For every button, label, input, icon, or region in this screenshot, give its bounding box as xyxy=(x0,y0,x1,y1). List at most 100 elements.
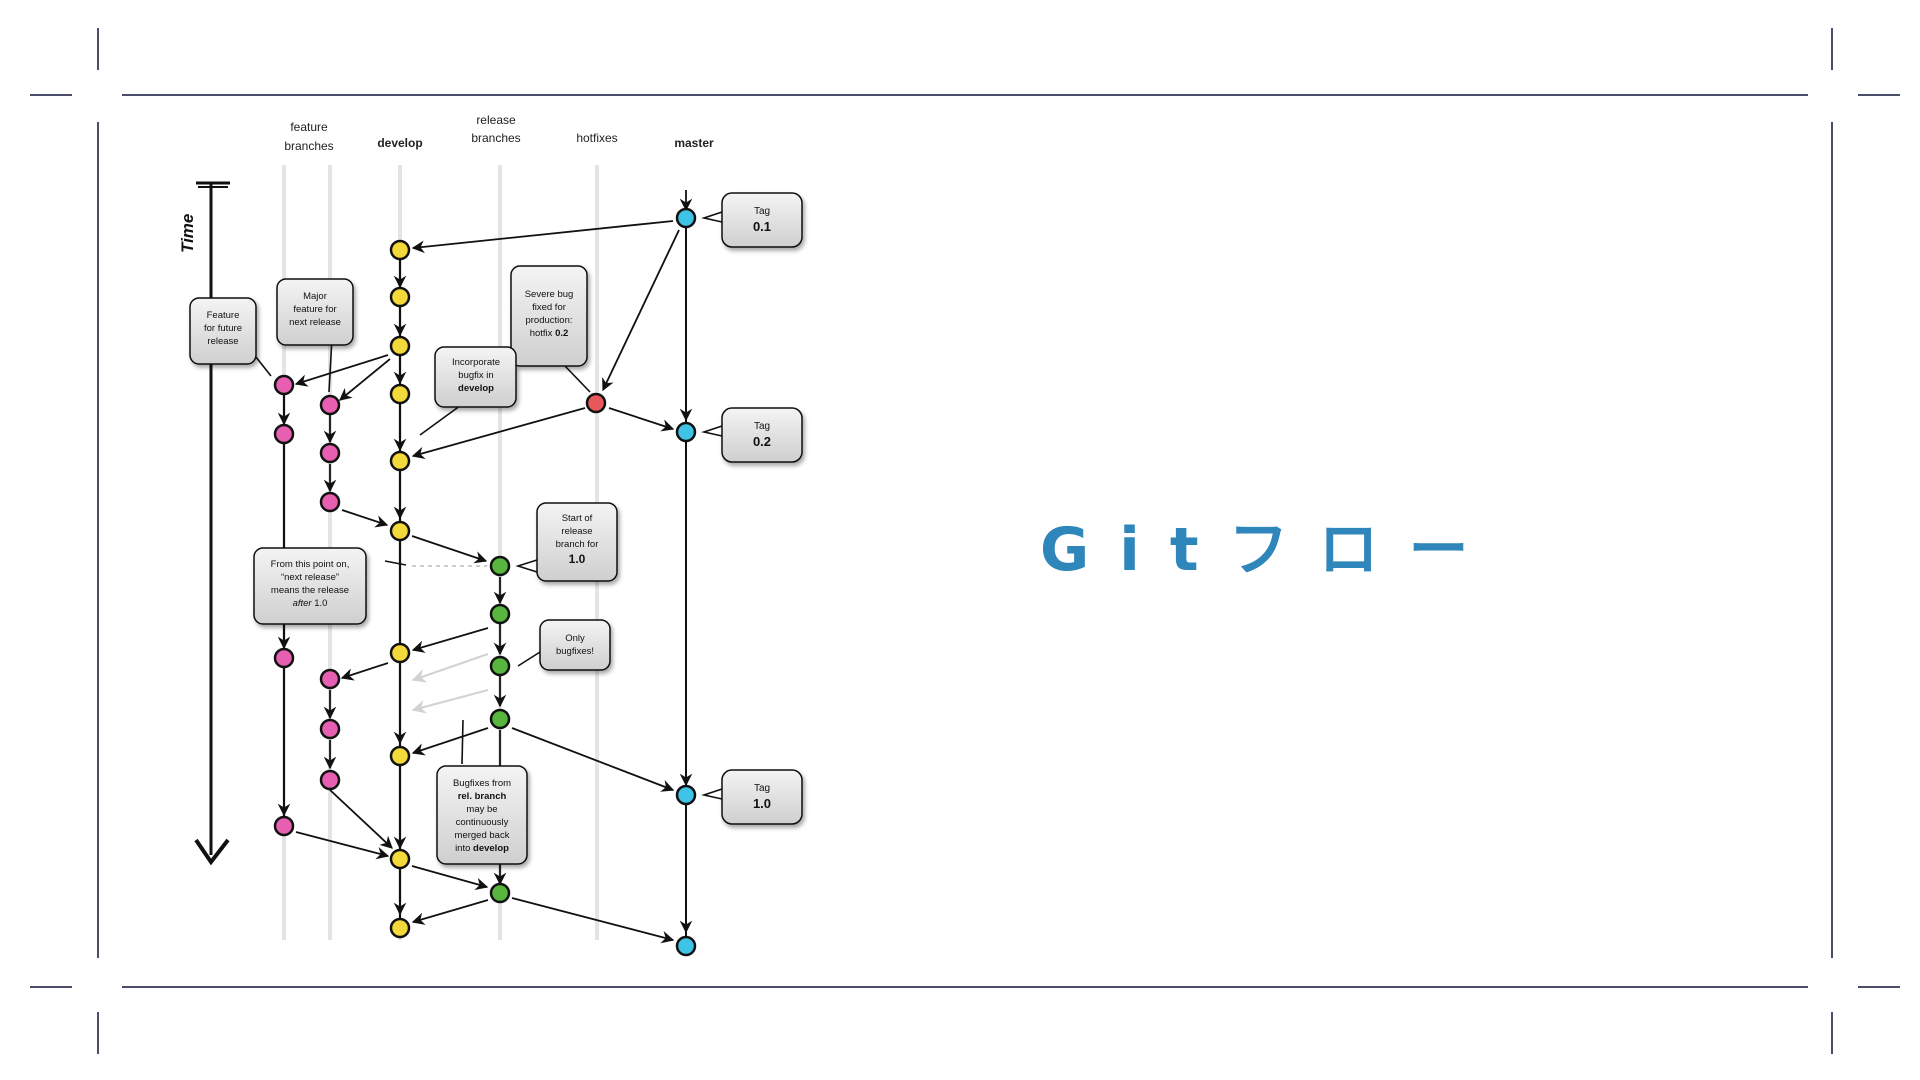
feature-commit-1 xyxy=(273,374,295,396)
release-commit-1 xyxy=(489,555,511,577)
note-incorporate-box xyxy=(434,346,517,408)
note-major-feature-line2: feature for xyxy=(293,304,336,315)
master-commit-2 xyxy=(675,421,697,443)
master-commit-3 xyxy=(675,784,697,806)
feature-commit-3 xyxy=(273,647,295,669)
feature-commit-7 xyxy=(319,491,341,513)
hotfixes-header: hotfixes xyxy=(576,131,617,145)
frame-right-line xyxy=(1831,122,1833,958)
corner-mark-bl-v xyxy=(97,1012,99,1054)
master-commit-4 xyxy=(675,935,697,957)
corner-mark-bl-h xyxy=(30,986,72,988)
corner-mark-tl-v xyxy=(97,28,99,70)
develop-commit-3 xyxy=(389,335,411,357)
tag-2-value: 0.2 xyxy=(753,434,771,449)
note-severe-bug-line1: Severe bug xyxy=(525,289,574,300)
note-only-bugfixes-line2: bugfixes! xyxy=(556,646,594,657)
develop-commit-7 xyxy=(389,642,411,664)
note-from-this-point-version: 1.0 xyxy=(312,598,328,609)
develop-commit-5 xyxy=(389,450,411,472)
release-commit-4 xyxy=(489,708,511,730)
release-header-line2: branches xyxy=(471,131,520,145)
note-from-this-point-line4: after 1.0 xyxy=(293,598,328,609)
time-axis: Time xyxy=(178,181,230,866)
note-start-release-line2: release xyxy=(561,526,592,537)
note-feature-future-line3: release xyxy=(207,336,238,347)
feature-commit-2 xyxy=(273,423,295,445)
note-bugfixes-from-line1: Bugfixes from xyxy=(453,778,511,789)
feature-header-line1: feature xyxy=(290,120,328,134)
feature-commit-8 xyxy=(319,668,341,690)
develop-commit-6 xyxy=(389,520,411,542)
release-commit-2 xyxy=(489,603,511,625)
note-from-this-point-line1: From this point on, xyxy=(271,559,350,570)
develop-commit-10 xyxy=(389,917,411,939)
note-severe-bug-line3: production: xyxy=(525,315,572,326)
frame-left-line xyxy=(97,122,99,958)
tag-0.1-box xyxy=(721,192,803,248)
note-major-feature-line3: next release xyxy=(289,317,341,328)
note-from-this-point-box xyxy=(253,547,367,625)
note-feature-future-line2: for future xyxy=(204,323,242,334)
tag-0.2-box xyxy=(721,407,803,463)
feature-commit-6 xyxy=(319,442,341,464)
tag-3-value: 1.0 xyxy=(753,796,771,811)
develop-commit-2 xyxy=(389,286,411,308)
note-bugfixes-from-line3: may be xyxy=(466,804,497,815)
tag-1-label: Tag xyxy=(754,206,770,217)
corner-mark-br-h xyxy=(1858,986,1900,988)
release-commit-5 xyxy=(489,882,511,904)
note-severe-bug-line4: hotfix 0.2 xyxy=(530,328,569,339)
hotfix-commit xyxy=(585,392,607,414)
note-from-this-point-line2: “next release” xyxy=(281,572,339,583)
corner-mark-br-v xyxy=(1831,1012,1833,1054)
feature-commit-4 xyxy=(273,815,295,837)
note-incorporate-line1: Incorporate xyxy=(452,357,500,368)
note-major-feature-line1: Major xyxy=(303,291,327,302)
feature-commit-9 xyxy=(319,718,341,740)
feature-commit-5 xyxy=(319,394,341,416)
slide-title: Gitフロー xyxy=(1040,515,1499,585)
frame-top-line xyxy=(122,94,1808,96)
note-bugfixes-from-line4: continuously xyxy=(456,817,509,828)
note-severe-bug-line4a: hotfix xyxy=(530,328,555,339)
develop-commit-4 xyxy=(389,383,411,405)
note-start-release-box xyxy=(536,502,618,582)
feature-header-line2: branches xyxy=(284,139,333,153)
note-only-bugfixes-box xyxy=(539,619,611,671)
tag-1-value: 0.1 xyxy=(753,219,771,234)
note-severe-bug-version: 0.2 xyxy=(555,328,568,339)
master-header: master xyxy=(674,136,714,150)
corner-mark-tr-h xyxy=(1858,94,1900,96)
note-start-release-line4: 1.0 xyxy=(569,552,586,566)
note-bugfixes-from-line2: rel. branch xyxy=(458,791,507,802)
note-start-release-line3: branch for xyxy=(556,539,599,550)
tag-1.0-box xyxy=(721,769,803,825)
master-commit-1 xyxy=(675,207,697,229)
note-feature-future-line1: Feature xyxy=(207,310,240,321)
note-feature-future-box xyxy=(189,297,257,365)
note-bugfixes-from-into: into xyxy=(455,843,473,854)
frame-bottom-line xyxy=(122,986,1808,988)
release-header-line1: release xyxy=(476,113,516,127)
time-label: Time xyxy=(178,214,197,253)
develop-commit-9 xyxy=(389,848,411,870)
note-bugfixes-from-line5: merged back xyxy=(455,830,510,841)
note-only-bugfixes-line1: Only xyxy=(565,633,585,644)
note-from-this-point-after: after xyxy=(293,598,313,609)
note-start-release-line1: Start of xyxy=(562,513,593,524)
note-incorporate-line2: bugfix in xyxy=(458,370,493,381)
note-major-feature-box xyxy=(276,278,354,346)
note-severe-bug-box xyxy=(510,265,588,367)
note-severe-bug-line2: fixed for xyxy=(532,302,566,313)
release-commit-3 xyxy=(489,655,511,677)
feature-commit-10 xyxy=(319,769,341,791)
note-bugfixes-from-line6: into develop xyxy=(455,843,509,854)
note-bugfixes-from-develop: develop xyxy=(473,843,509,854)
develop-header: develop xyxy=(377,136,422,150)
develop-commit-8 xyxy=(389,745,411,767)
corner-mark-tr-v xyxy=(1831,28,1833,70)
corner-mark-tl-h xyxy=(30,94,72,96)
note-from-this-point-line3: means the release xyxy=(271,585,349,596)
